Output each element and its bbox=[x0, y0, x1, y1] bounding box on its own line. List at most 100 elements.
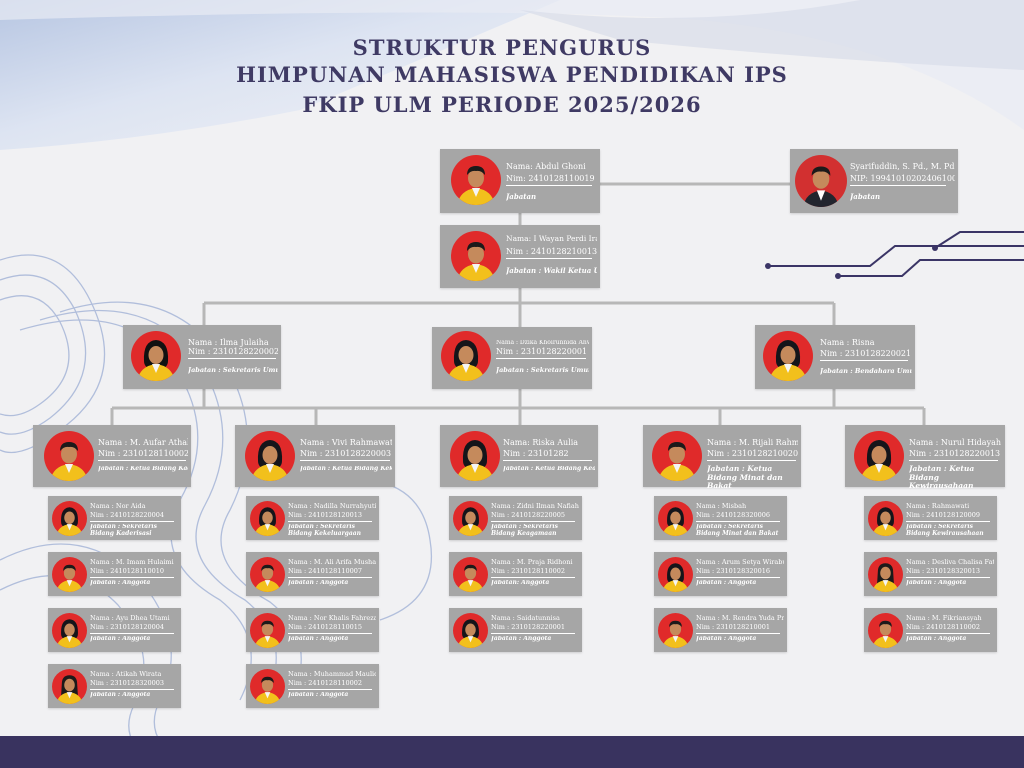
member-nim: NIP: 199410102024061001 bbox=[850, 174, 955, 183]
member-name: Nama: Abdul Ghoni bbox=[506, 162, 586, 171]
member-role: Jabatan : Sekretaris Umum 1 bbox=[188, 367, 278, 374]
member-photo bbox=[868, 501, 903, 536]
member-nim: Nim : 2410128110015 bbox=[288, 624, 363, 631]
member-nim: Nim : 2410128120009 bbox=[906, 512, 981, 519]
member-role: Jabatan : Sekretaris Umum 2 bbox=[496, 367, 589, 374]
member-separator bbox=[696, 577, 780, 578]
member-photo bbox=[250, 557, 285, 592]
member-separator bbox=[288, 633, 372, 634]
title-line-3: FKIP ULM PERIODE 2025/2026 bbox=[302, 92, 702, 117]
member-nim: Nim : 2310128110002 bbox=[491, 568, 566, 575]
member-nim: Nim : 2310128220021 bbox=[820, 349, 912, 358]
member-role: Jabatan : Anggota bbox=[288, 636, 349, 642]
member-role: Jabatan : Anggota bbox=[90, 580, 151, 586]
member-name: Nama : Ayu Dhea Utami bbox=[90, 615, 170, 622]
member-photo bbox=[44, 431, 94, 481]
member-name: Nama: I Wayan Perdi Irawan bbox=[506, 235, 597, 243]
member-name: Nama : Nor Khalis Fahreza bbox=[288, 615, 376, 622]
member-separator bbox=[188, 358, 276, 359]
member-photo bbox=[763, 331, 813, 381]
member-separator bbox=[909, 460, 998, 461]
member-photo bbox=[450, 431, 500, 481]
member-role: Jabatan : Sekretaris Bidang Minat dan Ba… bbox=[696, 524, 779, 537]
member-separator bbox=[491, 521, 575, 522]
member-role: Jabatan : Anggota bbox=[696, 580, 757, 586]
member-photo bbox=[250, 669, 285, 704]
member-name: Nama : Misbah bbox=[696, 503, 747, 510]
member-name: Nama : M. Aufar Athala bbox=[98, 438, 188, 447]
member-separator bbox=[906, 633, 990, 634]
member-role: Jabatan : Anggota bbox=[288, 580, 349, 586]
member-name: Nama : Saidatunnisa bbox=[491, 615, 560, 622]
member-photo bbox=[658, 557, 693, 592]
member-nim: Nim : 2310128320013 bbox=[906, 568, 981, 575]
member-role: Jabatan : Anggota bbox=[491, 636, 552, 642]
member-photo bbox=[441, 331, 491, 381]
member-role: Jabatan: Anggota bbox=[491, 580, 550, 586]
member-role: Jabatan : Sekretaris Bidang Kekeluargaan bbox=[288, 524, 361, 537]
member-name: Nama : M. Ali Arifa Musharawir bbox=[288, 559, 376, 566]
member-role: Jabatan : Bendahara Umum bbox=[820, 368, 912, 375]
member-photo bbox=[250, 613, 285, 648]
member-role: Jabatan : Anggota bbox=[288, 692, 349, 698]
member-name: Nama: Riska Aulia bbox=[503, 438, 579, 447]
member-name: Nama : Dzika Khoirunnida Anwar bbox=[496, 340, 589, 346]
member-separator bbox=[696, 633, 780, 634]
member-nim: Nim : 2310128320003 bbox=[90, 680, 165, 687]
member-role: Jabatan : Anggota bbox=[90, 692, 151, 698]
member-separator bbox=[506, 185, 592, 186]
member-nim: Nim : 2310128120004 bbox=[90, 624, 165, 631]
member-role: Jabatan : Anggota bbox=[696, 636, 757, 642]
member-name: Nama : Vivi Rahmawati bbox=[300, 438, 392, 447]
member-nim: Nim : 2410128210013 bbox=[506, 247, 597, 256]
member-nim: Nim : 2410128110002 bbox=[288, 680, 363, 687]
member-name: Nama : M. Praja Ridhoni bbox=[491, 559, 573, 566]
member-role: Jabatan : Ketua Bidang Kewirausahaan bbox=[909, 465, 975, 491]
member-photo bbox=[795, 155, 847, 207]
member-photo bbox=[453, 557, 488, 592]
member-nim: Nim : 23101282 bbox=[503, 449, 569, 458]
member-photo bbox=[250, 501, 285, 536]
member-name: Nama : M. Imam Hulaimi bbox=[90, 559, 174, 566]
member-nim: Nim : 2410128220005 bbox=[491, 512, 566, 519]
member-separator bbox=[503, 460, 592, 461]
member-nim: Nim : 2410128110002 bbox=[906, 624, 981, 631]
member-name: Nama : Atikah Wirata bbox=[90, 671, 162, 678]
member-role: Jabatan : Sekretaris Bidang Kaderisasi bbox=[90, 524, 157, 537]
member-photo bbox=[451, 231, 501, 281]
member-role: Jabatan : Ketua Bidang Kekeluargaan bbox=[300, 466, 392, 472]
member-nim: Nim : 2310128210020 bbox=[707, 449, 798, 458]
member-nim: Nim : 2310128220001 bbox=[491, 624, 566, 631]
member-role: Jabatan : Ketua Bidang Keagamaan bbox=[503, 466, 595, 472]
member-photo bbox=[52, 557, 87, 592]
member-separator bbox=[288, 689, 372, 690]
member-photo bbox=[453, 613, 488, 648]
member-role: Jabatan : Anggota bbox=[906, 580, 967, 586]
member-name: Nama : Zidni Ilman Nafiah bbox=[491, 503, 579, 510]
member-role: Jabatan : Sekretaris Bidang Kewirausahaa… bbox=[906, 524, 984, 537]
member-role: Jabatan : Anggota bbox=[906, 636, 967, 642]
member-nim: Nim : 2310128220003 bbox=[300, 449, 392, 458]
member-nim: Nim : 2410128110010 bbox=[90, 568, 165, 575]
member-separator bbox=[90, 689, 174, 690]
footer-band bbox=[0, 736, 1024, 768]
member-role: Jabatan bbox=[506, 193, 537, 201]
member-nim: Nim : 2310128210001 bbox=[696, 624, 771, 631]
member-separator bbox=[300, 460, 390, 461]
member-separator bbox=[906, 521, 990, 522]
member-name: Nama : Rahmawati bbox=[906, 503, 970, 510]
member-separator bbox=[98, 460, 186, 461]
member-photo bbox=[868, 557, 903, 592]
member-separator bbox=[491, 633, 575, 634]
member-separator bbox=[90, 577, 174, 578]
member-separator bbox=[90, 521, 174, 522]
member-nim: Nim : 2310128220001 bbox=[496, 347, 588, 356]
member-name: Nama : M. Fikriansyah bbox=[906, 615, 982, 622]
member-role: Jabatan : Sekretaris Bidang Keagamaan bbox=[491, 524, 558, 537]
member-separator bbox=[491, 577, 575, 578]
member-photo bbox=[868, 613, 903, 648]
member-name: Nama : Arum Setya Wirabuana bbox=[696, 559, 784, 566]
member-separator bbox=[90, 633, 174, 634]
member-photo bbox=[451, 155, 501, 205]
member-name: Nama : Ilma Julaiha bbox=[188, 338, 269, 347]
